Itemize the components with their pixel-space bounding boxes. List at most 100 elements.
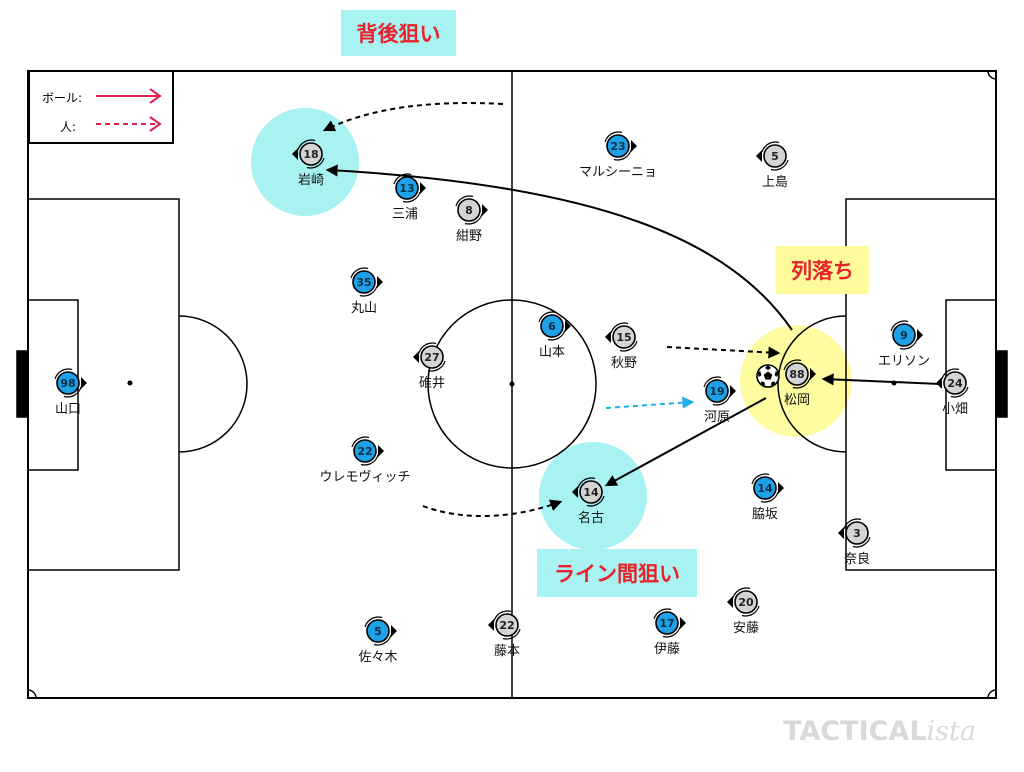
player-marker [299, 142, 323, 166]
player-marker [540, 314, 564, 338]
player-name: 伊藤 [654, 642, 680, 657]
player-swirl [653, 608, 681, 638]
direction-chevron-icon [292, 148, 298, 160]
player-swirl [393, 173, 421, 203]
run-arrow-akino [666, 346, 781, 359]
pass-arrow-to-nago [604, 397, 767, 487]
player-marker [734, 590, 758, 614]
player-number: 6 [548, 320, 556, 333]
player-swirl [418, 342, 446, 372]
player-name: 佐々木 [358, 650, 397, 665]
callout-line: ライン間狙い [537, 549, 697, 597]
player-swirl [538, 311, 566, 341]
run-arrow-nago [422, 499, 563, 517]
player-name: マルシーニョ [579, 165, 657, 180]
player-name: 藤本 [494, 644, 520, 659]
direction-chevron-icon [730, 385, 736, 397]
legend-arrows [96, 88, 162, 132]
player-p23: 23 マルシーニョ [579, 131, 657, 180]
player-number: 98 [60, 377, 75, 390]
callout-drop: 列落ち [776, 246, 869, 294]
player-p22g: 22 藤本 [488, 610, 521, 659]
player-number: 14 [757, 482, 773, 495]
run-arrow-blue [605, 396, 695, 409]
goal-left [16, 350, 29, 418]
player-number: 23 [610, 140, 625, 153]
player-name: 脇坂 [752, 507, 778, 522]
player-number: 20 [738, 596, 754, 609]
player-p5b: 5 佐々木 [358, 616, 398, 665]
player-swirl [350, 267, 378, 297]
player-name: エリソン [878, 354, 930, 369]
legend-person-arrowhead [149, 116, 162, 132]
center-circle [427, 299, 597, 469]
player-swirl [54, 368, 82, 398]
player-marker [655, 611, 679, 635]
direction-chevron-icon [482, 204, 488, 216]
player-name: 三浦 [392, 207, 418, 222]
player-swirl [577, 477, 605, 507]
player-number: 5 [771, 150, 779, 163]
player-marker [705, 379, 729, 403]
player-p13: 13 三浦 [392, 173, 426, 222]
center-spot [509, 381, 515, 387]
watermark-ista: ista [926, 716, 976, 747]
player-swirl [351, 436, 379, 466]
player-p15: 15 秋野 [605, 322, 638, 371]
player-swirl [364, 616, 392, 646]
player-number: 13 [399, 182, 414, 195]
watermark-logo: TACTICALista [783, 716, 976, 747]
player-marker [353, 439, 377, 463]
player-number: 15 [616, 331, 631, 344]
player-swirl [297, 139, 325, 169]
penalty-arc-right [777, 315, 847, 453]
legend-person-label: 人: [60, 120, 77, 134]
player-number: 22 [499, 619, 514, 632]
player-number: 3 [853, 527, 861, 540]
player-marker [785, 362, 809, 386]
player-p3: 3 奈良 [838, 518, 871, 567]
player-p5g: 5上島 [756, 141, 789, 190]
player-number: 5 [374, 625, 382, 638]
player-swirl [843, 518, 871, 548]
pass-arrow-to-iwasaki [325, 164, 793, 331]
player-number: 17 [659, 617, 674, 630]
corner-arc-bl [27, 689, 37, 699]
player-marker [395, 176, 419, 200]
player-name: 岩崎 [298, 173, 324, 188]
player-name: 奈良 [844, 551, 870, 567]
direction-chevron-icon [810, 368, 816, 380]
direction-chevron-icon [778, 482, 784, 494]
direction-chevron-icon [391, 625, 397, 637]
watermark-main: TACTICAL [783, 716, 927, 747]
direction-chevron-icon [413, 351, 419, 363]
player-swirl [890, 320, 918, 350]
player-marker [943, 371, 967, 395]
direction-chevron-icon [377, 276, 383, 288]
player-number: 22 [357, 445, 372, 458]
direction-chevron-icon [917, 329, 923, 341]
player-name: 紺野 [456, 229, 482, 244]
player-name: 名古 [578, 510, 604, 526]
player-name: 秋野 [611, 356, 637, 371]
penalty-spot-left [127, 380, 133, 386]
run-arrow-iwasaki [322, 102, 504, 132]
player-p14b: 14 脇坂 [751, 473, 784, 522]
player-number: 8 [465, 204, 473, 217]
player-marker [763, 144, 787, 168]
penalty-area-left [27, 198, 180, 571]
player-marker [606, 134, 630, 158]
direction-chevron-icon [605, 331, 611, 343]
direction-chevron-icon [680, 617, 686, 629]
direction-chevron-icon [488, 619, 494, 631]
player-marker [420, 345, 444, 369]
direction-chevron-icon [565, 320, 571, 332]
player-name: 小畑 [942, 402, 968, 417]
player-swirl [732, 587, 760, 617]
player-marker [612, 325, 636, 349]
